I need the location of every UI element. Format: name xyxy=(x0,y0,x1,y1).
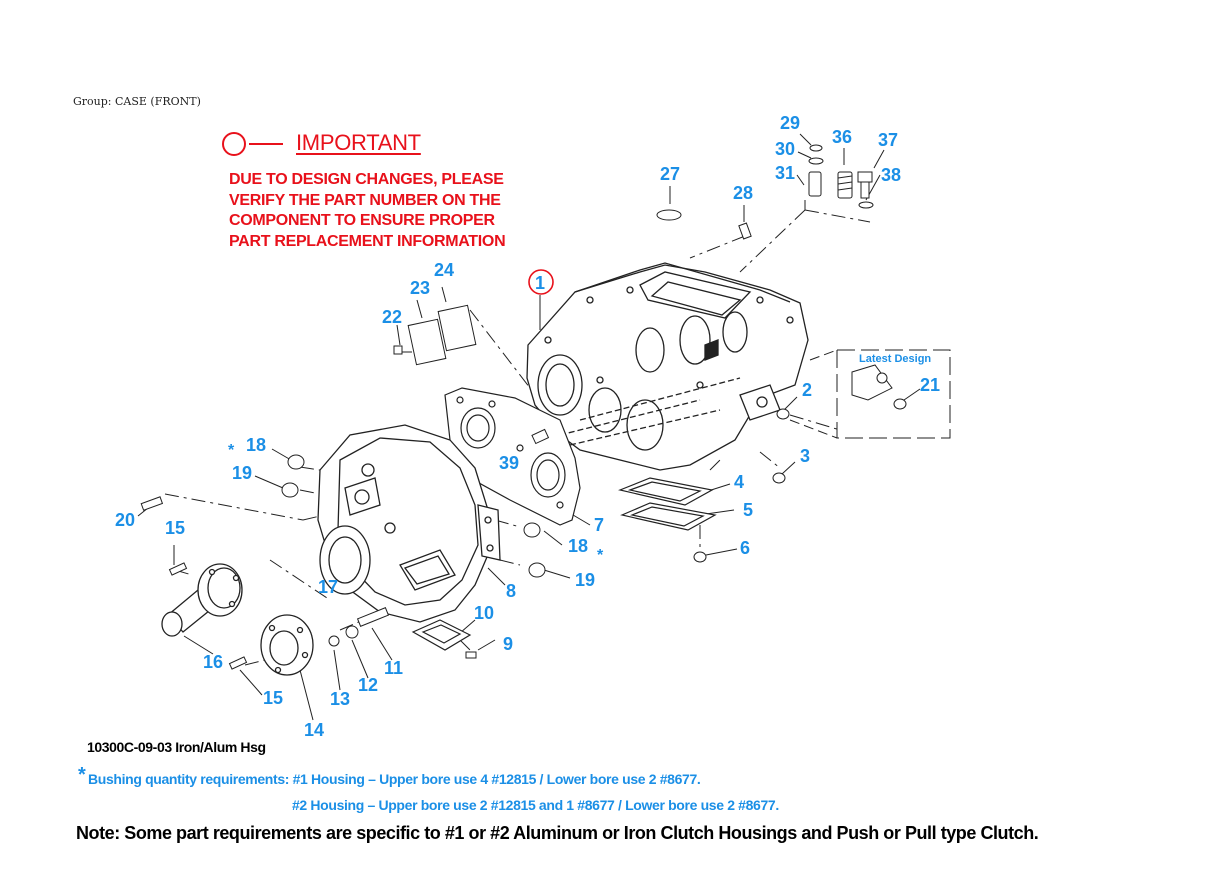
callout-5: 5 xyxy=(743,500,753,520)
callout-20: 20 xyxy=(115,510,135,530)
fasteners xyxy=(140,144,907,670)
callout-13: 13 xyxy=(330,689,350,709)
callout-29: 29 xyxy=(780,113,800,133)
cover-plates xyxy=(411,477,717,651)
callout-21: 21 xyxy=(920,375,940,395)
important-title: IMPORTANT xyxy=(296,130,421,155)
callout-4: 4 xyxy=(734,472,744,492)
callout-22: 22 xyxy=(382,307,402,327)
asterisk-marker: * xyxy=(597,547,604,564)
bushing-note-line-1: Bushing quantity requirements: #1 Housin… xyxy=(88,771,701,787)
callout-23: 23 xyxy=(410,278,430,298)
important-line: PART REPLACEMENT INFORMATION xyxy=(229,232,506,250)
gasket xyxy=(444,387,581,526)
callout-1-circle xyxy=(528,269,554,295)
important-text: DUE TO DESIGN CHANGES, PLEASE VERIFY THE… xyxy=(229,170,506,252)
callout-24: 24 xyxy=(434,260,454,280)
clutch-housing xyxy=(317,424,501,623)
callout-36: 36 xyxy=(832,127,852,147)
bushing-note-line-2: #2 Housing – Upper bore use 2 #12815 and… xyxy=(292,797,779,813)
callout-2: 2 xyxy=(802,380,812,400)
callout-7: 7 xyxy=(594,515,604,535)
input-shaft xyxy=(161,563,243,637)
footnote: Note: Some part requirements are specifi… xyxy=(76,823,1039,843)
callout-17: 17 xyxy=(318,577,338,597)
callout-18: 18 xyxy=(568,536,588,556)
callout-19: 19 xyxy=(575,570,595,590)
group-label: Group: CASE (FRONT) xyxy=(73,95,201,108)
callout-14: 14 xyxy=(304,720,324,740)
flange xyxy=(260,614,314,676)
callout-18: 18 xyxy=(246,435,266,455)
callout-12: 12 xyxy=(358,675,378,695)
callout-37: 37 xyxy=(878,130,898,150)
callout-11: 11 xyxy=(384,658,403,678)
callout-16: 16 xyxy=(203,652,223,672)
callout-28: 28 xyxy=(733,183,753,203)
callout-15: 15 xyxy=(165,518,185,538)
callout-39: 39 xyxy=(499,453,519,473)
asterisk-marker: * xyxy=(228,442,235,459)
important-line: COMPONENT TO ENSURE PROPER xyxy=(229,212,495,229)
important-line: DUE TO DESIGN CHANGES, PLEASE xyxy=(229,171,504,188)
important-line: VERIFY THE PART NUMBER ON THE xyxy=(229,191,501,209)
callout-19: 19 xyxy=(232,463,252,483)
callout-9: 9 xyxy=(503,634,513,654)
bushing-asterisk: * xyxy=(78,764,86,786)
important-dash xyxy=(249,143,283,145)
callout-30: 30 xyxy=(775,139,795,159)
callout-31: 31 xyxy=(775,163,795,183)
important-circle-icon xyxy=(222,132,246,156)
latest-design-box xyxy=(789,349,951,439)
diagram-caption: 10300C-09-03 Iron/Alum Hsg xyxy=(87,739,266,755)
callout-6: 6 xyxy=(740,538,750,558)
callout-10: 10 xyxy=(474,603,494,623)
callouts: 1 2 3 4 5 6 7 8 9 10 11 12 13 14 15 15 1… xyxy=(115,113,940,740)
transmission-case xyxy=(526,262,809,471)
callout-3: 3 xyxy=(800,446,810,466)
callout-27: 27 xyxy=(660,164,680,184)
callout-15: 15 xyxy=(263,688,283,708)
callout-38: 38 xyxy=(881,165,901,185)
callout-8: 8 xyxy=(506,581,516,601)
callout-1: 1 xyxy=(535,273,545,293)
latest-design-label: Latest Design xyxy=(859,353,931,365)
